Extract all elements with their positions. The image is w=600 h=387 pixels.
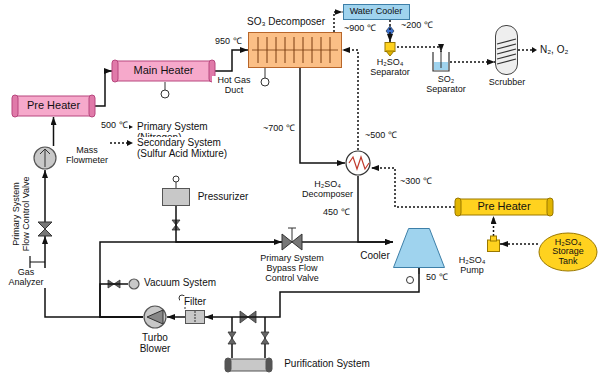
node-outline [248, 32, 342, 68]
temperature-label: ~200 ℃ [400, 21, 434, 31]
node-label: SO₃ Decomposer [244, 16, 328, 27]
heat-exchanger: H₂SO₄ Decomposer [345, 150, 371, 176]
node-outline [162, 188, 190, 206]
secondary-flow-line [334, 12, 343, 32]
temperature-label: 500 ℃ [100, 121, 129, 131]
node-label: Pressurizer [194, 191, 252, 202]
temperature-label: ~900 ℃ [343, 24, 377, 34]
node-outline [143, 305, 167, 329]
pressurizer-tank: Pressurizer [162, 188, 190, 206]
temperature-label: ~300 ℃ [399, 177, 433, 187]
secondary-flow-line [450, 61, 495, 63]
separator-vessel: H₂SO₄ Separator [383, 42, 397, 56]
node-outline [383, 42, 397, 56]
gas-analyzer-tap [30, 256, 45, 268]
temperature-label: 950 ℃ [214, 37, 243, 47]
secondary-flow-line [397, 47, 441, 52]
node-label: Scrubber [482, 78, 532, 88]
secondary-flow-line [493, 216, 495, 236]
part-label: Hot Gas Duct [212, 76, 256, 96]
heater-cylinder: Pre Heater [455, 198, 553, 216]
instrument-gauges [161, 68, 419, 309]
node-label: Purification System [277, 358, 377, 369]
node-label: Main Heater [134, 65, 194, 77]
node-label: H₂SO₄ Pump [447, 256, 497, 276]
vacuum-pump: Vacuum System [128, 278, 140, 290]
primary-flow-line [302, 241, 393, 243]
node-outline [282, 234, 302, 250]
node-label: H₂SO₄ Separator [363, 58, 417, 78]
valve-symbols [108, 220, 269, 344]
cooler-cone: Cooler [393, 228, 445, 268]
legend-text: Secondary System (Sulfur Acid Mixture) [137, 137, 249, 159]
storage-tank: H₂SO₄ Storage Tank [538, 232, 598, 272]
cooler-box: Water Cooler [343, 4, 410, 20]
temperature-label: 50 ℃ [425, 273, 449, 283]
node-label: Filter [180, 296, 210, 307]
primary-flow-line [44, 170, 46, 222]
secondary-flow-line [342, 50, 358, 150]
primary-flow-line [300, 68, 345, 163]
junction-mark [386, 26, 394, 36]
node-outline [33, 146, 57, 170]
blower-symbol: Turbo Blower [143, 305, 167, 329]
temperature-label: ~700 ℃ [262, 124, 296, 134]
heater-cylinder: Main Heater [112, 60, 215, 82]
valve-symbol: Primary System Bypass Flow Control Valve [282, 234, 302, 250]
node-label: H₂SO₄ Decomposer [300, 180, 355, 200]
node-label: Primary System Flow Control Valve [12, 174, 32, 254]
node-label: SO₂ Separator [420, 75, 472, 95]
node-outline [38, 222, 52, 236]
pump-symbol: H₂SO₄ Pump [487, 236, 500, 252]
primary-flow-line [167, 316, 185, 318]
node-label: Cooler [358, 250, 392, 261]
node-outline [345, 150, 371, 176]
node-label: Vacuum System [143, 277, 217, 288]
primary-flow-line [215, 50, 248, 71]
node-outline [432, 52, 450, 72]
node-label: Water Cooler [350, 7, 403, 16]
temperature-label: N₂, O₂ [539, 44, 569, 55]
node-outline [185, 310, 205, 324]
node-outline [393, 228, 445, 268]
filter-symbol: Filter [185, 310, 205, 324]
decomposer-box: SO₃ Decomposer [248, 32, 342, 68]
primary-flow-line [45, 236, 143, 317]
node-label: Turbo Blower [130, 332, 180, 354]
valve-symbol: Primary System Flow Control Valve [38, 222, 52, 236]
legend-line-sample [110, 139, 134, 147]
part-label: Gas Analyzer [3, 268, 49, 288]
separator-vessel: SO₂ Separator [432, 52, 450, 72]
temperature-label: ~500 ℃ [364, 131, 398, 141]
node-label: Primary System Bypass Flow Control Valve [252, 254, 332, 284]
scrubber-column: Scrubber [495, 25, 518, 75]
node-label: Pre Heater [477, 201, 530, 213]
purification-unit: Purification System [225, 358, 272, 372]
primary-flow-line [176, 206, 282, 242]
node-outline [487, 236, 500, 252]
secondary-flow-line [389, 20, 391, 42]
node-outline [495, 25, 518, 75]
secondary-flow-line [500, 243, 538, 245]
purification-branch [232, 317, 265, 358]
flowmeter-symbol: Mass Flowmeter [33, 146, 57, 170]
secondary-flow-line [371, 168, 455, 207]
product-gas-outlet [518, 47, 537, 53]
heater-cylinder: Pre Heater [12, 95, 95, 117]
node-label: H₂SO₄ Storage Tank [545, 238, 591, 266]
node-label: Mass Flowmeter [61, 146, 113, 166]
primary-flow-line [358, 176, 393, 242]
temperature-label: 450 ℃ [322, 208, 351, 218]
node-outline [225, 358, 272, 372]
node-outline [128, 278, 140, 290]
primary-flow-line [95, 71, 112, 106]
node-label: Pre Heater [27, 100, 80, 112]
primary-flow-line [53, 117, 55, 146]
